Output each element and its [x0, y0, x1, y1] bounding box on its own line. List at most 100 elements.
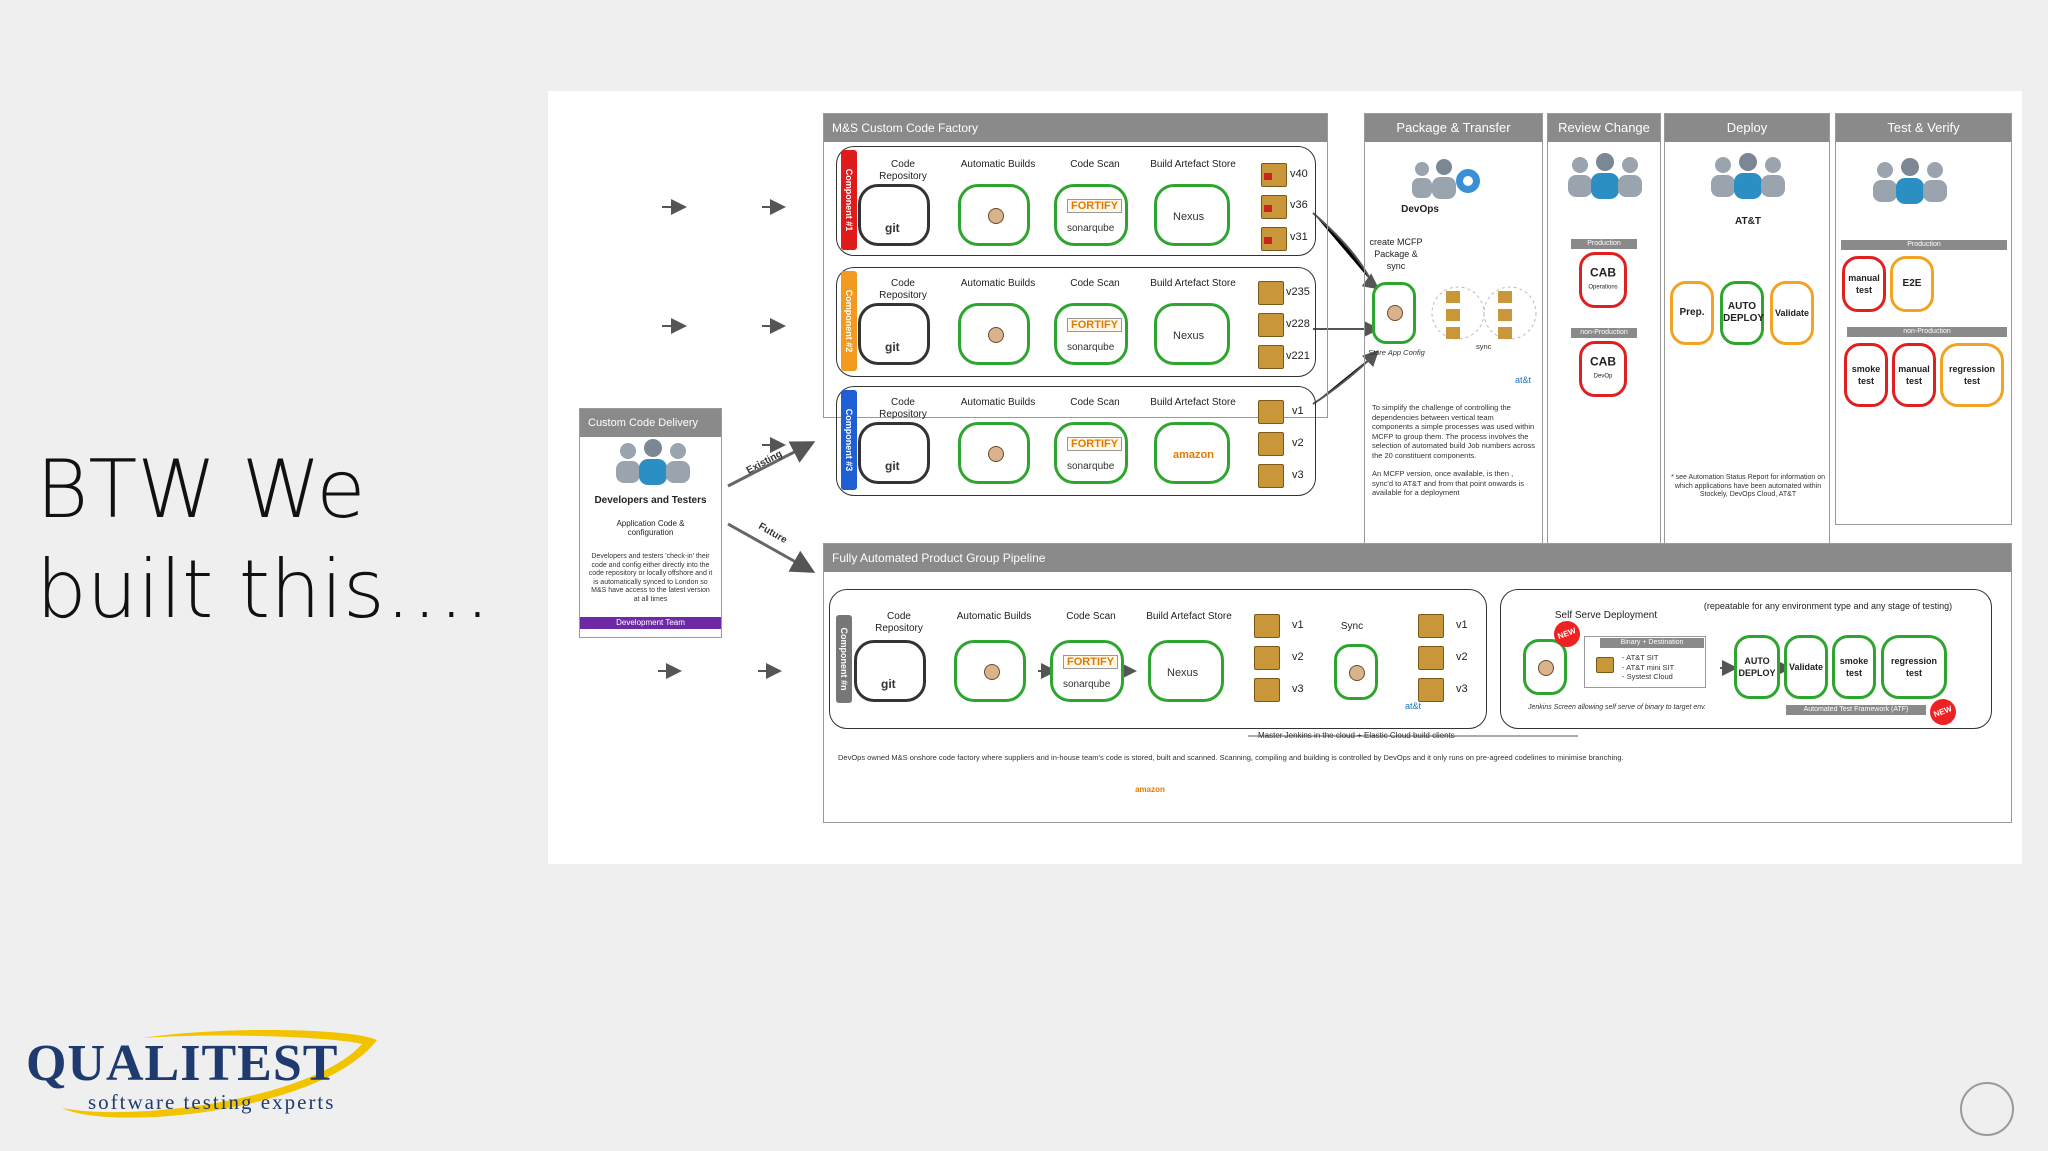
version-label: v221 — [1286, 350, 1310, 362]
artefact-box — [1254, 646, 1280, 670]
artefact-box — [1254, 678, 1280, 702]
sonarqube-icon: sonarqube — [1067, 461, 1115, 472]
fortify-icon: FORTIFY — [1067, 318, 1123, 332]
cab-label: CAB — [1590, 265, 1616, 280]
atf-bar: Automated Test Framework (ATF) — [1786, 705, 1926, 715]
build-node-2 — [958, 303, 1030, 365]
sonarqube-icon: sonarqube — [1067, 342, 1115, 353]
devops-people-icon — [1412, 159, 1480, 199]
label-code-scan: Code Scan — [1070, 159, 1120, 170]
test-nonprod-bar: non-Production — [1847, 327, 2007, 337]
component-tag-2: Component #2 — [841, 271, 857, 371]
jenkins-icon — [988, 446, 1004, 462]
store-node-3: amazon — [1154, 422, 1230, 484]
manual-test-prod-node: manual test — [1842, 256, 1886, 312]
git-icon: git — [885, 221, 900, 235]
artefact-box — [1258, 345, 1284, 369]
label-code-scan: Code Scan — [1070, 397, 1120, 408]
label-artefact-store: Build Artefact Store — [1150, 278, 1236, 289]
sync-node — [1334, 644, 1378, 700]
delivery-text: Developers and testers 'check-in' their … — [588, 553, 713, 603]
amazon-icon: amazon — [1173, 449, 1214, 461]
jenkins-icon — [984, 664, 1000, 680]
deploy-header: Deploy — [1665, 114, 1829, 142]
artefact-box — [1258, 313, 1284, 337]
label-auto-builds: Automatic Builds — [956, 611, 1032, 622]
store-node-1: Nexus — [1154, 184, 1230, 246]
store-app-config-label: Store App Config — [1368, 348, 1425, 357]
scan-node-3: FORTIFY sonarqube — [1054, 422, 1128, 484]
component-tag-1: Component #1 — [841, 150, 857, 250]
git-icon: git — [885, 340, 900, 354]
auto-deploy-node: AUTO DEPLOY — [1720, 281, 1764, 345]
future-lane — [829, 589, 1487, 729]
repo-node-3: git — [858, 422, 930, 484]
future-att-logo: at&t — [1404, 701, 1421, 711]
future-auto-deploy-node: AUTO DEPLOY — [1734, 635, 1780, 699]
people-icon — [616, 439, 690, 485]
version-label: v2 — [1456, 651, 1468, 663]
fortify-icon: FORTIFY — [1067, 437, 1123, 451]
label-artefact-store: Build Artefact Store — [1150, 397, 1236, 408]
logo-swoosh — [62, 1029, 377, 1118]
logo-tagline: software testing experts — [88, 1090, 336, 1114]
fortify-icon: FORTIFY — [1063, 655, 1119, 669]
manual-test-nonprod-node: manual test — [1892, 343, 1936, 407]
fortify-icon: FORTIFY — [1067, 199, 1123, 213]
prep-node: Prep. — [1670, 281, 1714, 345]
component-lane-3 — [836, 386, 1316, 496]
jenkins-icon — [1387, 305, 1403, 321]
cab-label: CAB — [1590, 354, 1616, 369]
nexus-icon: Nexus — [1173, 211, 1205, 223]
pipeline-diagram: M&S Custom Code Factory Component #1 Com… — [548, 91, 2022, 864]
build-node-future — [954, 640, 1026, 702]
delivery-title: Developers and Testers — [594, 495, 707, 506]
label-auto-builds: Automatic Builds — [960, 159, 1036, 170]
label-code-scan: Code Scan — [1070, 278, 1120, 289]
jenkins-icon — [988, 208, 1004, 224]
logo-name: QUALITEST — [26, 1035, 339, 1092]
scan-node-2: FORTIFY sonarqube — [1054, 303, 1128, 365]
next-slide-button[interactable] — [1960, 1082, 2014, 1136]
deploy-note: * see Automation Status Report for infor… — [1670, 474, 1826, 498]
validate-node: Validate — [1770, 281, 1814, 345]
package-header: Package & Transfer — [1365, 114, 1542, 142]
sonarqube-icon: sonarqube — [1067, 223, 1115, 234]
amazon-logo: amazon — [1135, 785, 1165, 794]
future-smoke-node: smoke test — [1832, 635, 1876, 699]
git-icon: git — [881, 677, 896, 691]
mcfp-package-icon — [1431, 286, 1537, 340]
component-lane-1 — [836, 146, 1316, 256]
version-label: v3 — [1292, 469, 1304, 481]
label-code-repo: Code Repository — [879, 278, 927, 301]
store-config-node — [1372, 282, 1416, 344]
version-label: v36 — [1290, 199, 1308, 211]
store-node-2: Nexus — [1154, 303, 1230, 365]
devop-label: DevOp — [1593, 373, 1613, 380]
jenkins-icon — [988, 327, 1004, 343]
build-node-1 — [958, 184, 1030, 246]
review-nonprod-bar: non-Production — [1571, 328, 1637, 338]
future-regression-node: regression test — [1881, 635, 1947, 699]
component-lane-2 — [836, 267, 1316, 377]
repo-node-2: git — [858, 303, 930, 365]
artefact-box — [1418, 646, 1444, 670]
version-label: v235 — [1286, 286, 1310, 298]
slide-title: BTW We built this…. — [36, 443, 491, 636]
delivery-subtitle: Application Code & configuration — [616, 519, 685, 537]
package-text-2: An MCFP version, once available, is then… — [1372, 469, 1525, 497]
artefact-box — [1418, 678, 1444, 702]
jenkins-icon — [1538, 660, 1554, 676]
jenkins-icon — [1349, 665, 1365, 681]
future-header: Fully Automated Product Group Pipeline — [824, 544, 2011, 572]
jenkins-screen-note: Jenkins Screen allowing self serve of bi… — [1528, 704, 1707, 711]
label-code-repo: Code Repository — [875, 611, 923, 634]
operations-label: Operations — [1588, 284, 1618, 291]
repo-node-1: git — [858, 184, 930, 246]
scan-node-1: FORTIFY sonarqube — [1054, 184, 1128, 246]
label-sync: Sync — [1340, 621, 1364, 632]
jenkins-serve-node — [1523, 639, 1567, 695]
store-node-future: Nexus — [1148, 640, 1224, 702]
label-code-repo: Code Repository — [879, 159, 927, 182]
